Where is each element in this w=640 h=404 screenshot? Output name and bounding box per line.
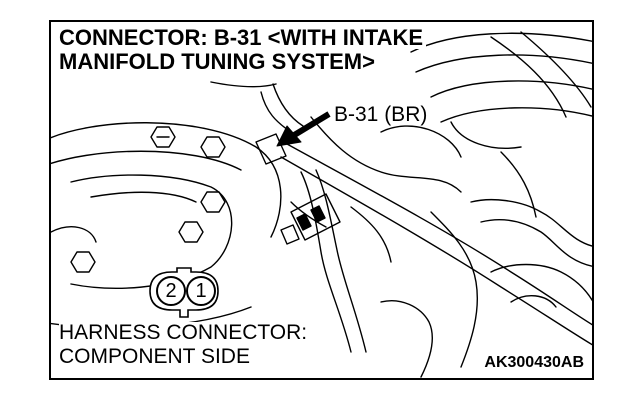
- bracket-line: [210, 81, 277, 88]
- connector-pin-1: 1: [186, 276, 216, 306]
- diagram-title-line-2: MANIFOLD TUNING SYSTEM>: [59, 51, 378, 75]
- engine-bay-illustration: [51, 31, 592, 378]
- callout-arrow: [276, 111, 331, 147]
- diagram-title-line-1: CONNECTOR: B-31 <WITH INTAKE: [59, 27, 427, 49]
- connector-pin-diagram: 2 1: [144, 266, 224, 320]
- connector-pin-2: 2: [156, 276, 186, 306]
- figure-code: AK300430AB: [482, 354, 586, 372]
- hoses: [260, 83, 592, 378]
- intake-runners: [380, 31, 592, 158]
- connector-body: [255, 133, 341, 245]
- wiring-harness: [280, 143, 592, 346]
- diagram-frame: CONNECTOR: B-31 <WITH INTAKE MANIFOLD TU…: [49, 20, 594, 380]
- harness-label-line-1: HARNESS CONNECTOR:: [59, 322, 311, 343]
- harness-label-line-2: COMPONENT SIDE: [59, 346, 253, 367]
- connector-callout-label: B-31 (BR): [332, 103, 430, 126]
- strut-mount-nuts: [70, 126, 226, 273]
